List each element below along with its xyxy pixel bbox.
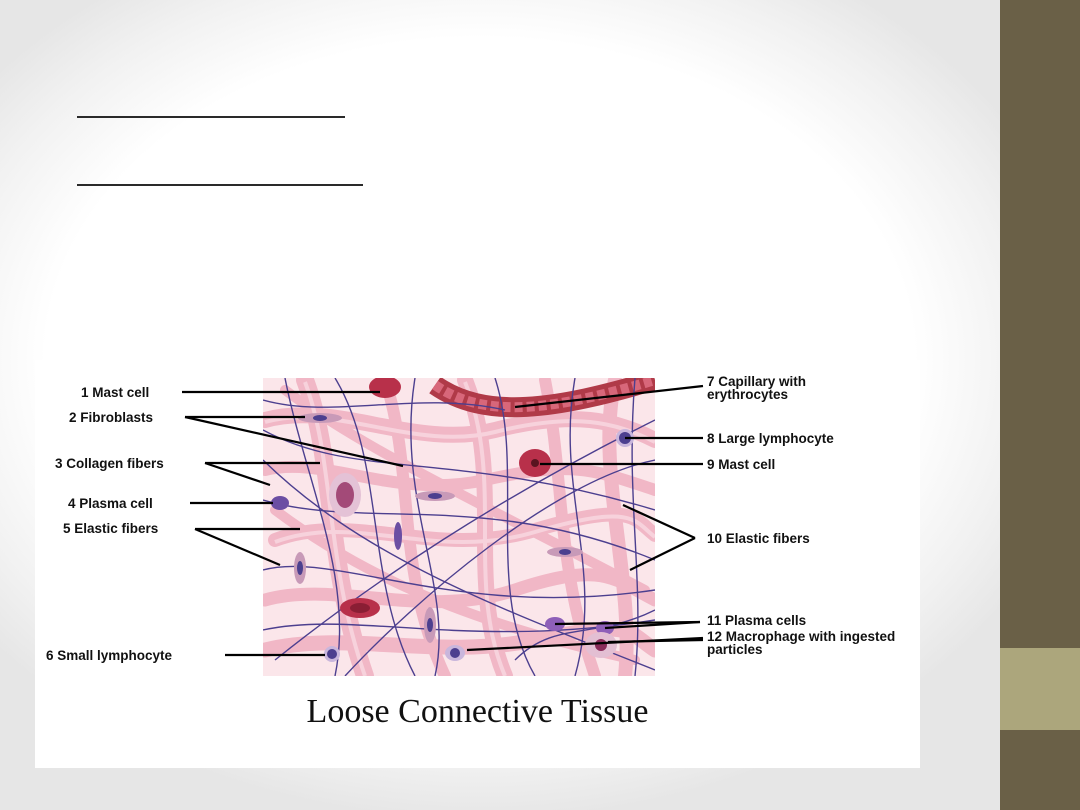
leader-line	[604, 620, 701, 630]
leader-line	[204, 461, 271, 487]
label-elastic-fibers-5: 5 Elastic fibers	[63, 521, 159, 536]
tissue-illustration	[182, 378, 704, 676]
label-capillary: 7 Capillary with erythrocytes	[707, 374, 807, 402]
label-macrophage: 12 Macrophage with ingested particles	[707, 629, 896, 657]
side-accent-block	[1000, 648, 1080, 730]
title-blank-line	[77, 116, 345, 118]
figure-caption: Loose Connective Tissue	[306, 693, 649, 730]
label-plasma-cell: 4 Plasma cell	[68, 496, 153, 511]
leader-line	[184, 415, 404, 468]
label-plasma-cells: 11 Plasma cells	[707, 613, 807, 628]
label-elastic-fibers-10: 10 Elastic fibers	[707, 531, 810, 546]
micrograph	[263, 378, 655, 676]
label-mast-cell-1: 1 Mast cell	[81, 385, 150, 400]
subtitle-blank-line	[77, 184, 363, 186]
label-collagen-fibers: 3 Collagen fibers	[55, 456, 164, 471]
leader-line	[554, 620, 701, 626]
label-small-lymphocyte: 6 Small lymphocyte	[46, 648, 173, 663]
label-large-lymphocyte: 8 Large lymphocyte	[707, 431, 834, 446]
capillary	[429, 378, 655, 418]
leader-lines	[182, 384, 704, 657]
label-mast-cell-9: 9 Mast cell	[707, 457, 776, 472]
cells	[271, 378, 634, 662]
leader-line	[466, 636, 704, 652]
label-fibroblasts: 2 Fibroblasts	[69, 410, 154, 425]
tissue-figure: 1 Mast cell 2 Fibroblasts 3 Collagen fib…	[35, 360, 920, 768]
leader-line	[622, 504, 696, 539]
leader-line	[194, 527, 281, 567]
leader-line	[514, 384, 704, 409]
leader-line	[629, 537, 696, 571]
